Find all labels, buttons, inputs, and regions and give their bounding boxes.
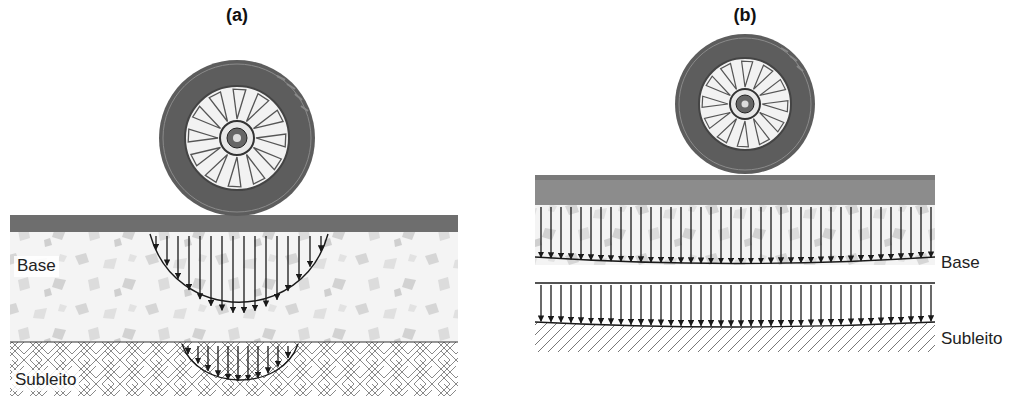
panel-letter: (a) <box>226 6 248 26</box>
panel-letter: (b) <box>734 6 757 26</box>
layer-label: Base <box>941 254 980 273</box>
layer-label: Subleito <box>941 330 1002 349</box>
layer-label: Subleito <box>12 370 79 391</box>
layer-label: Base <box>14 256 59 277</box>
